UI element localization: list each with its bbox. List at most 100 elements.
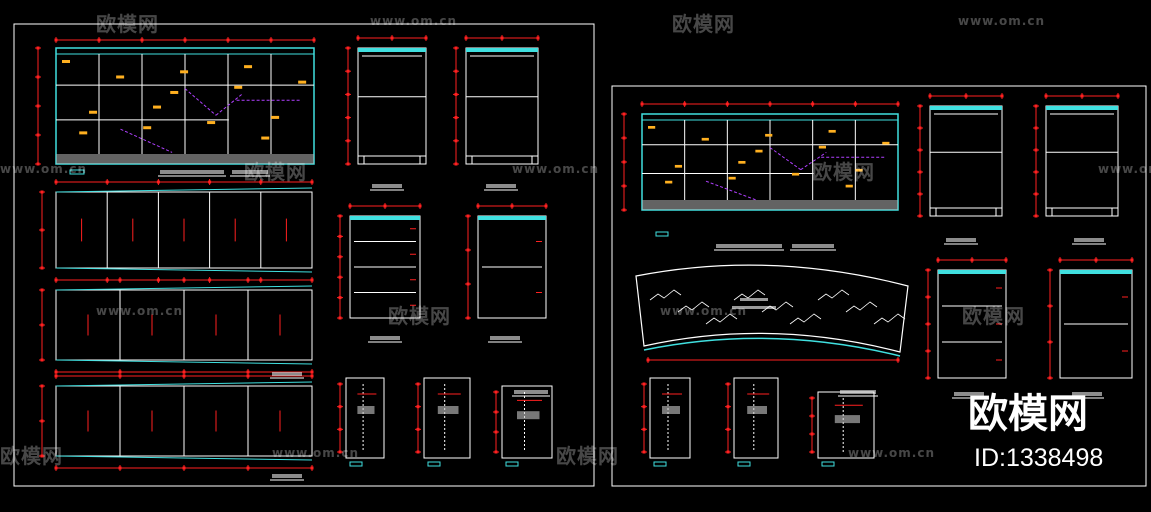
caption-text-mark (840, 390, 876, 394)
dimension-tick (1044, 94, 1048, 98)
dimension-tick (454, 46, 458, 50)
appliance-mark (143, 126, 152, 130)
watermark-url: www.om.cn (958, 14, 1046, 28)
dimension-tick (918, 192, 922, 196)
dimension-tick (383, 204, 387, 208)
dimension-tick (926, 376, 930, 380)
appliance-mark (261, 136, 270, 140)
dimension-tick (346, 162, 350, 166)
appliance-mark (153, 105, 162, 109)
caption-text-mark (272, 372, 302, 376)
dimension-tick (726, 382, 730, 386)
dimension-tick (1058, 258, 1062, 262)
dimension-tick (246, 466, 250, 470)
dimension-tick (1048, 304, 1052, 308)
dimension-tick (182, 466, 186, 470)
dimension-tick (1048, 340, 1052, 344)
dimension-tick (466, 282, 470, 286)
caption-text-mark (792, 244, 834, 248)
caption-text-mark (954, 392, 984, 396)
dimension-tick (642, 427, 646, 431)
dimension-tick (466, 214, 470, 218)
dimension-tick (918, 170, 922, 174)
appliance-mark (79, 131, 88, 135)
dimension-tick (105, 180, 109, 184)
appliance-mark (271, 115, 280, 119)
dimension-tick (494, 430, 498, 434)
dimension-tick (312, 38, 316, 42)
dimension-tick (416, 450, 420, 454)
dimension-tick (1034, 170, 1038, 174)
dimension-tick (683, 102, 687, 106)
section-detail (733, 377, 779, 459)
countertop-edge (350, 216, 420, 220)
dimension-tick (642, 382, 646, 386)
appliance-mark (765, 133, 773, 137)
dimension-tick (896, 358, 900, 362)
countertop-edge (930, 106, 1002, 110)
watermark-url: www.om.cn (1098, 162, 1151, 176)
dimension-tick (642, 450, 646, 454)
countertop-edge (1060, 270, 1132, 274)
countertop-edge (55, 381, 313, 387)
appliance-mark (728, 176, 736, 180)
dimension-tick (544, 204, 548, 208)
dimension-tick (310, 180, 314, 184)
dimension-tick (97, 38, 101, 42)
dimension-tick (310, 374, 314, 378)
dimension-tick (390, 36, 394, 40)
appliance-mark (738, 160, 746, 164)
dimension-tick (918, 126, 922, 130)
dimension-tick (622, 184, 626, 188)
appliance-mark (170, 90, 179, 94)
marble-vein (649, 289, 682, 301)
dimension-tick (853, 102, 857, 106)
dimension-tick (1034, 126, 1038, 130)
dimension-tick (259, 180, 263, 184)
dimension-tick (338, 234, 342, 238)
dimension-tick (810, 432, 814, 436)
countertop-edge (55, 285, 313, 291)
caption-text-mark (486, 184, 516, 188)
brand-logo-text: 欧模网 (968, 391, 1088, 437)
section-hatch (437, 406, 459, 414)
dimension-tick (40, 266, 44, 270)
dimension-tick (36, 104, 40, 108)
countertop-edge (55, 267, 313, 273)
caption-text-mark (370, 336, 400, 340)
dimension-tick (1000, 94, 1004, 98)
section-marker (821, 461, 835, 467)
dimension-tick (346, 92, 350, 96)
countertop-edge (55, 455, 313, 461)
plinth-base (56, 154, 314, 164)
hidden-line (184, 88, 217, 116)
dimension-tick (40, 384, 44, 388)
dimension-tick (768, 102, 772, 106)
hidden-line (215, 94, 243, 116)
dimension-tick (622, 136, 626, 140)
dimension-tick (1048, 268, 1052, 272)
dimension-tick (622, 208, 626, 212)
dimension-tick (338, 382, 342, 386)
appliance-mark (882, 141, 890, 145)
dimension-tick (928, 94, 932, 98)
dimension-tick (208, 180, 212, 184)
dimension-tick (183, 38, 187, 42)
appliance-mark (855, 168, 863, 172)
dimension-tick (246, 370, 250, 374)
dimension-tick (918, 214, 922, 218)
dimension-tick (182, 370, 186, 374)
watermark-url: www.om.cn (272, 446, 360, 460)
dimension-tick (725, 102, 729, 106)
section-hatch (517, 411, 540, 420)
dimension-tick (1004, 258, 1008, 262)
dimension-tick (726, 427, 730, 431)
section-detail (423, 377, 471, 459)
marble-vein (817, 289, 850, 301)
dimension-tick (346, 69, 350, 73)
dimension-tick (536, 36, 540, 40)
dimension-tick (454, 139, 458, 143)
dimension-tick (310, 466, 314, 470)
cabinet-side-elevation (357, 47, 427, 165)
